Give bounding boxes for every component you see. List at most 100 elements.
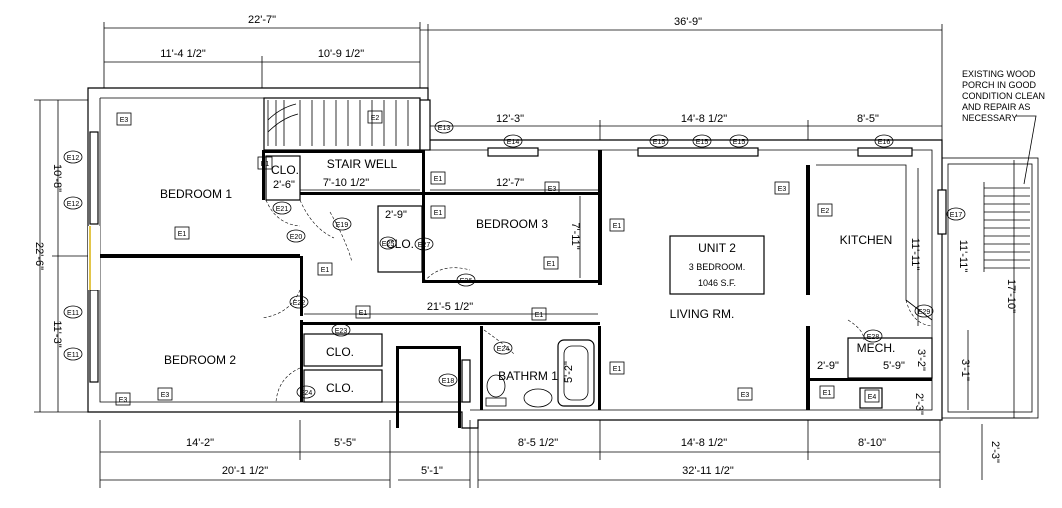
left-dimensions: 22'-6" 10'-8" 11'-3" [33, 99, 96, 413]
room-bathroom: BATHRM 1 [498, 369, 558, 383]
tag-e22: E22 [293, 300, 306, 307]
unit-title: UNIT 2 [698, 241, 736, 255]
dim-window-seg-1: 12'-3" [496, 113, 524, 125]
bedroom-3: 12'-7" BEDROOM 3 7'-11" CLO. 2'-9" [300, 150, 602, 285]
tag-e1-c: E1 [434, 210, 443, 217]
tag-e19: E19 [336, 222, 349, 229]
tag-e3-a: E3 [120, 117, 129, 124]
windows-top [419, 99, 913, 157]
dim-porch-stair: 11'-11" [957, 240, 969, 273]
tag-e23: E23 [335, 328, 348, 335]
tag-e3-d: E3 [119, 397, 128, 404]
dim-hall-upper: 12'-7" [496, 177, 524, 189]
bedroom-2: BEDROOM 2 [164, 289, 303, 403]
bottom-dimensions: 14'-2" 5'-5" 8'-5 1/2" 14'-8 1/2" 8'-10"… [99, 420, 941, 488]
dim-bottom-seg-1: 14'-2" [186, 437, 214, 449]
tag-e4: E4 [868, 394, 877, 401]
room-stairwell: STAIR WELL [327, 157, 398, 171]
tag-e17: E17 [950, 212, 963, 219]
bathroom: BATHRM 1 5'-2" [396, 326, 601, 428]
dim-bedroom3-depth: 7'-11" [569, 222, 581, 249]
tag-e1-f: E1 [547, 261, 556, 268]
dim-hall-lower: 21'-5 1/2" [427, 301, 473, 313]
tag-e28: E28 [867, 334, 880, 341]
porch-note-line-1: EXISTING WOOD [962, 69, 1036, 79]
tag-e1-a: E1 [261, 161, 270, 168]
closets-lower: CLO. CLO. [303, 333, 383, 403]
tag-e20: E20 [290, 234, 303, 241]
tag-e13: E13 [438, 125, 451, 132]
dim-top-left-total: 22'-7" [248, 14, 276, 26]
tag-e3-b: E3 [548, 186, 557, 193]
dim-bottom-total-right: 32'-11 1/2" [682, 465, 734, 477]
tag-e1-h: E1 [359, 310, 368, 317]
dim-left-lower: 11'-3" [51, 320, 63, 347]
dim-bottom-seg-4: 14'-8 1/2" [681, 437, 727, 449]
tag-e3-e: E3 [161, 392, 170, 399]
dim-bottom-seg-2: 5'-5" [334, 437, 356, 449]
room-closet-a: CLO. [271, 163, 299, 177]
tag-e15-c: E15 [733, 139, 746, 146]
tag-e2-a: E2 [371, 115, 380, 122]
dim-closet1: 2'-6" [273, 179, 295, 191]
room-mech: MECH. [857, 341, 896, 355]
dim-kitchen-depth: 11'-11" [909, 238, 921, 271]
dim-stair-width: 7'-10 1/2" [323, 177, 369, 189]
living-room: UNIT 2 3 BEDROOM. 1046 S.F. LIVING RM. [669, 165, 810, 410]
tag-e1-g: E1 [321, 267, 330, 274]
dim-top-seg-1: 11'-4 1/2" [160, 48, 206, 60]
stairwell: STAIR WELL 7'-10 1/2" [262, 97, 422, 191]
tag-e24-a: E24 [300, 390, 313, 397]
dim-porch-step: 2'-3" [989, 441, 1001, 463]
tag-e18: E18 [442, 378, 455, 385]
tag-e11-a: E11 [67, 310, 79, 317]
tag-e21: E21 [276, 206, 289, 213]
porch-note-line-5: NECESSARY [962, 113, 1017, 123]
tag-e1-e: E1 [178, 231, 187, 238]
room-bedroom1: BEDROOM 1 [160, 187, 232, 201]
tag-e11-b: E11 [67, 352, 79, 359]
dim-bath-tub: 5'-2" [563, 361, 575, 383]
unit-area: 1046 S.F. [698, 278, 736, 288]
tag-e12-a: E12 [67, 155, 80, 162]
kitchen: KITCHEN 11'-11" [816, 164, 933, 327]
dim-top-seg-2: 10'-9 1/2" [318, 48, 364, 60]
dim-mech-small: 2'-9" [817, 360, 839, 372]
room-bedroom3: BEDROOM 3 [476, 217, 548, 231]
porch-note-line-2: PORCH IN GOOD [962, 80, 1037, 90]
dim-porch-total: 17'-10" [1005, 279, 1017, 313]
room-living: LIVING RM. [670, 307, 735, 321]
dim-mech-h: 3'-2" [915, 349, 927, 371]
tag-e2-b: E2 [821, 208, 830, 215]
porch-note-line-3: CONDITION CLEAN [962, 91, 1045, 101]
dim-window-seg-3: 8'-5" [857, 113, 879, 125]
tag-e1-j: E1 [613, 366, 622, 373]
tag-e16: E16 [878, 139, 891, 146]
tag-e12-b: E12 [67, 201, 80, 208]
dim-left-total: 22'-6" [33, 242, 45, 270]
hallway: 21'-5 1/2" [300, 256, 600, 325]
tag-e14: E14 [507, 139, 520, 146]
top-dimensions: 22'-7" 36'-9" 11'-4 1/2" 10'-9 1/2" 12'-… [103, 14, 943, 150]
dim-left-upper: 10'-8" [51, 164, 63, 192]
tag-e3-c: E3 [778, 186, 787, 193]
dim-bottom-entry: 5'-1" [421, 465, 443, 477]
room-kitchen: KITCHEN [840, 233, 893, 247]
tag-e15-a: E15 [653, 139, 666, 146]
tag-e26: E26 [460, 278, 473, 285]
room-bedroom2: BEDROOM 2 [164, 353, 236, 367]
tag-e24-b: E24 [497, 346, 510, 353]
tag-e15-b: E15 [696, 139, 709, 146]
dim-closet3: 2'-9" [385, 209, 407, 221]
bedroom-1: BEDROOM 1 CLO. 2'-6" [160, 150, 335, 239]
tag-e1-b: E1 [434, 176, 443, 183]
tag-e1-k: E1 [823, 390, 832, 397]
porch-note-line-4: AND REPAIR AS [962, 102, 1030, 112]
dim-bottom-seg-5: 8'-10" [858, 437, 886, 449]
room-closet-d: CLO. [326, 381, 354, 395]
dim-mech-lower: 2'-3" [913, 393, 925, 415]
tag-e25: E25 [382, 241, 395, 248]
mech-room: MECH. 5'-9" 2'-9" 3'-2" 2'-3" [808, 319, 933, 415]
unit-bedrooms: 3 BEDROOM. [689, 262, 746, 272]
room-closet-c: CLO. [326, 345, 354, 359]
